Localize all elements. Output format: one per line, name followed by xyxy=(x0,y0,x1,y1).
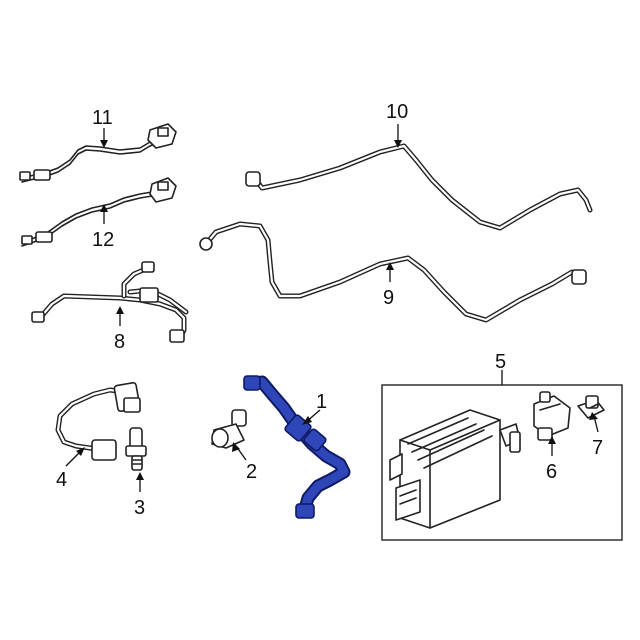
part-8-tube-assembly[interactable] xyxy=(31,261,189,343)
callout-labels: 11 12 10 9 8 4 3 2 1 5 6 7 xyxy=(56,101,603,519)
part-6-purge-valve[interactable] xyxy=(533,391,571,441)
callout-leaders xyxy=(65,124,599,492)
part-1-hose-highlighted[interactable] xyxy=(243,375,351,519)
part-7-fitting[interactable] xyxy=(577,395,605,419)
callout-6: 6 xyxy=(546,461,557,483)
callout-2: 2 xyxy=(246,461,257,483)
callout-12: 12 xyxy=(92,229,114,251)
callout-7: 7 xyxy=(592,437,603,459)
part-12-oxygen-sensor[interactable] xyxy=(21,177,177,247)
part-2-connector[interactable] xyxy=(211,409,247,449)
callout-4: 4 xyxy=(56,469,67,491)
part-5-charcoal-canister[interactable] xyxy=(389,409,521,529)
part-9-vapor-line[interactable] xyxy=(199,221,587,323)
callout-8: 8 xyxy=(114,331,125,353)
part-4-hose[interactable] xyxy=(55,381,141,461)
callout-5: 5 xyxy=(495,351,506,373)
callout-3: 3 xyxy=(134,497,145,519)
part-10-vapor-line[interactable] xyxy=(245,143,593,231)
callout-10: 10 xyxy=(386,101,408,123)
part-11-oxygen-sensor[interactable] xyxy=(19,123,177,183)
callout-9: 9 xyxy=(383,287,394,309)
callout-11: 11 xyxy=(92,107,113,129)
callout-1: 1 xyxy=(316,391,327,413)
part-3-valve[interactable] xyxy=(125,427,147,471)
